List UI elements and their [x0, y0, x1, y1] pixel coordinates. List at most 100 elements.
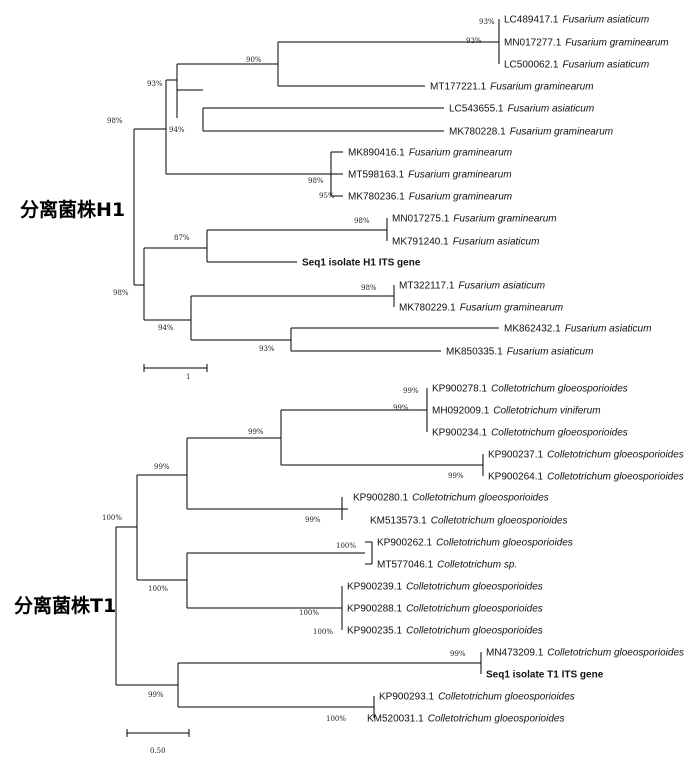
- leaf-species: Fusarium asiaticum: [453, 237, 540, 248]
- bootstrap-label: 98%: [308, 177, 324, 185]
- bootstrap-label: 87%: [174, 234, 190, 242]
- bootstrap-label: 98%: [361, 284, 377, 292]
- leaf-species: Fusarium asiaticum: [507, 347, 594, 358]
- bootstrap-label: 99%: [148, 691, 164, 699]
- leaf-accession: KM520031.1: [367, 714, 424, 725]
- leaf-species: Colletotrichum gloeosporioides: [547, 450, 684, 461]
- leaf-accession: MT598163.1: [348, 170, 405, 181]
- leaf-species: Fusarium asiaticum: [508, 104, 595, 115]
- leaf-accession: MT322117.1: [399, 281, 455, 292]
- bootstrap-label: 99%: [393, 404, 409, 412]
- tree-title-t1: 分离菌株T1: [14, 594, 116, 617]
- leaf-species: Fusarium asiaticum: [565, 324, 652, 335]
- leaf-species: Fusarium graminearum: [409, 192, 512, 203]
- leaf-accession: KP900237.1: [488, 450, 543, 461]
- leaf-label: Seq1 isolate T1 ITS gene: [486, 670, 604, 681]
- bootstrap-label: 100%: [336, 542, 356, 550]
- leaf-accession: MT177221.1: [430, 82, 487, 93]
- leaf-accession: MT577046.1: [377, 560, 434, 571]
- leaf-accession: MH092009.1: [432, 406, 490, 417]
- leaf-label: MK862432.1 Fusarium asiaticum: [504, 324, 651, 335]
- leaf-species: Fusarium graminearum: [510, 127, 613, 138]
- bootstrap-label: 98%: [354, 217, 370, 225]
- leaf-accession: LC543655.1: [449, 104, 504, 115]
- leaf-label: KP900237.1 Colletotrichum gloeosporioides: [488, 450, 684, 461]
- bootstrap-label: 100%: [313, 628, 333, 636]
- bootstrap-label: 93%: [259, 345, 275, 353]
- bootstrap-label: 98%: [113, 289, 129, 297]
- leaf-label: KP900264.1 Colletotrichum gloeosporioides: [488, 472, 684, 483]
- bootstrap-label: 99%: [248, 428, 264, 436]
- bootstrap-label: 93%: [466, 37, 482, 45]
- leaf-label: MK780228.1 Fusarium graminearum: [449, 127, 613, 138]
- leaf-label: KM520031.1 Colletotrichum gloeosporioides: [367, 714, 564, 725]
- bootstrap-label: 100%: [148, 585, 168, 593]
- leaf-accession: MN017275.1: [392, 214, 450, 225]
- leaf-accession: MK780228.1: [449, 127, 506, 138]
- leaf-species: Colletotrichum gloeosporioides: [491, 384, 628, 395]
- leaf-label: KP900278.1 Colletotrichum gloeosporioides: [432, 384, 628, 395]
- bootstrap-label: 93%: [479, 18, 495, 26]
- leaf-species: Colletotrichum sp.: [437, 560, 517, 571]
- leaf-accession: MK780236.1: [348, 192, 405, 203]
- leaf-label: LC500062.1 Fusarium asiaticum: [504, 60, 649, 71]
- bootstrap-label: 100%: [326, 715, 346, 723]
- leaf-species: Fusarium graminearum: [408, 170, 511, 181]
- leaf-accession: LC500062.1: [504, 60, 559, 71]
- leaf-accession: KP900293.1: [379, 692, 434, 703]
- bootstrap-label: 99%: [448, 472, 464, 480]
- leaf-accession: KM513573.1: [370, 516, 427, 527]
- leaf-accession: MK862432.1: [504, 324, 561, 335]
- leaf-accession: Seq1 isolate T1 ITS gene: [486, 670, 604, 681]
- leaf-accession: MK780229.1: [399, 303, 456, 314]
- leaf-accession: KP900264.1: [488, 472, 543, 483]
- leaf-label: LC543655.1 Fusarium asiaticum: [449, 104, 594, 115]
- leaf-species: Colletotrichum gloeosporioides: [428, 714, 565, 725]
- scale-label: 0.50: [150, 747, 166, 755]
- leaf-accession: MN017277.1: [504, 38, 562, 49]
- leaf-species: Fusarium graminearum: [490, 82, 593, 93]
- leaf-species: Colletotrichum gloeosporioides: [547, 472, 684, 483]
- leaf-accession: LC489417.1: [504, 15, 559, 26]
- leaf-species: Fusarium asiaticum: [458, 281, 545, 292]
- leaf-species: Colletotrichum gloeosporioides: [412, 493, 549, 504]
- leaf-species: Fusarium graminearum: [565, 38, 668, 49]
- leaf-species: Colletotrichum gloeosporioides: [436, 538, 573, 549]
- leaf-label: MK780236.1 Fusarium graminearum: [348, 192, 512, 203]
- leaf-species: Colletotrichum gloeosporioides: [438, 692, 575, 703]
- bootstrap-label: 99%: [305, 516, 321, 524]
- bootstrap-label: 99%: [450, 650, 466, 658]
- leaf-accession: MK890416.1: [348, 148, 405, 159]
- bootstrap-label: 95%: [319, 192, 335, 200]
- leaf-accession: KP900278.1: [432, 384, 487, 395]
- bootstrap-label: 98%: [107, 117, 123, 125]
- leaf-species: Colletotrichum gloeosporioides: [431, 516, 568, 527]
- leaf-species: Colletotrichum gloeosporioides: [406, 604, 543, 615]
- leaf-accession: KP900234.1: [432, 428, 487, 439]
- leaf-label: KP900293.1 Colletotrichum gloeosporioides: [379, 692, 575, 703]
- leaf-accession: Seq1 isolate H1 ITS gene: [302, 258, 421, 269]
- leaf-label: Seq1 isolate H1 ITS gene: [302, 258, 421, 269]
- leaf-species: Fusarium asiaticum: [563, 60, 650, 71]
- leaf-accession: KP900288.1: [347, 604, 402, 615]
- bootstrap-label: 100%: [102, 514, 122, 522]
- leaf-species: Fusarium graminearum: [453, 214, 556, 225]
- leaf-accession: KP900280.1: [353, 493, 408, 504]
- leaf-species: Colletotrichum viniferum: [493, 406, 600, 417]
- bootstrap-label: 94%: [169, 126, 185, 134]
